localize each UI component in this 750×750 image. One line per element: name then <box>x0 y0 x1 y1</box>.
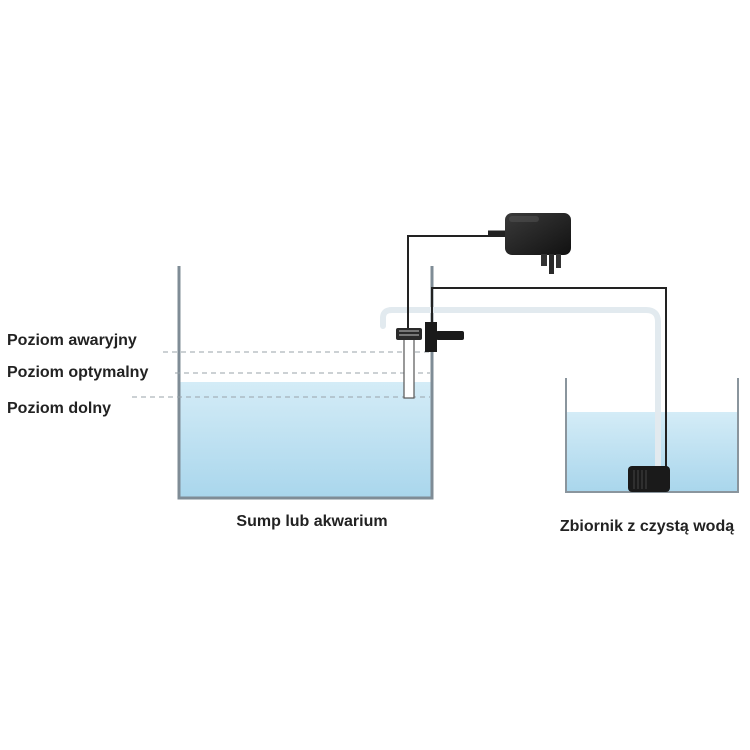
sump-tank-walls <box>177 266 434 500</box>
sump-tank <box>177 266 434 500</box>
level-sensor <box>396 322 464 399</box>
level-lines <box>132 351 430 398</box>
label-emergency-level: Poziom awaryjny <box>7 332 137 349</box>
power-adapter-icon <box>488 213 571 274</box>
sensor-probe <box>403 337 415 399</box>
sensor-mount <box>425 322 437 352</box>
cables <box>407 235 667 472</box>
water-hose <box>380 307 661 475</box>
pump-icon <box>628 466 670 492</box>
label-reservoir: Zbiornik z czystą wodą <box>560 518 734 535</box>
sump-water <box>180 382 431 498</box>
label-optimal-level: Poziom optymalny <box>7 364 148 381</box>
label-low-level: Poziom dolny <box>7 400 111 417</box>
sensor-cable <box>407 235 505 330</box>
label-sump: Sump lub akwarium <box>236 513 387 530</box>
pump-cable <box>431 287 667 472</box>
